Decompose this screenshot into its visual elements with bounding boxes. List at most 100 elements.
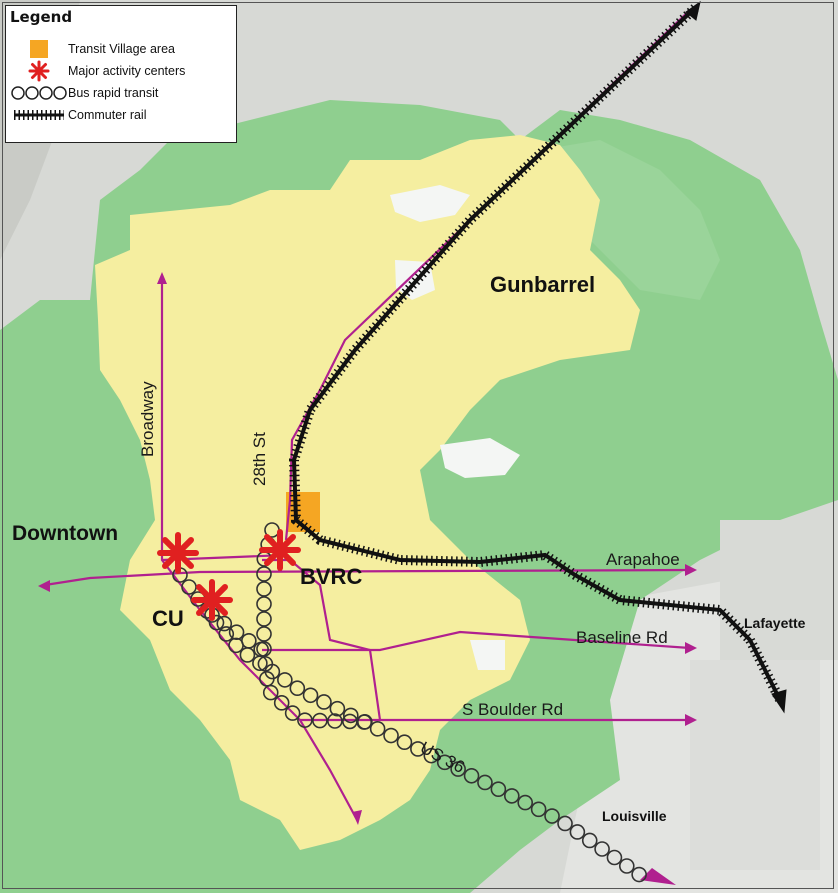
street-label-arapahoe: Arapahoe [606, 550, 680, 569]
city-area [95, 135, 640, 850]
place-label-gunbarrel: Gunbarrel [490, 272, 596, 297]
brt-stop-marker [256, 626, 272, 642]
arrow [157, 272, 167, 284]
brt-stop-marker [503, 788, 520, 804]
road-arrows [38, 272, 697, 885]
brt-stop-marker [530, 801, 547, 818]
rail-arrow-se [771, 689, 787, 714]
legend-item-label: Commuter rail [68, 108, 147, 122]
circle-chain-icon [10, 82, 68, 104]
lake [390, 185, 470, 222]
brt-stop-marker [256, 611, 272, 627]
brt-stop-marker [312, 712, 328, 729]
legend-item: Transit Village area [10, 38, 175, 60]
brt-stop-marker [450, 761, 466, 777]
brt-stop-marker [356, 714, 373, 730]
street-label-sboulder: S Boulder Rd [462, 700, 564, 719]
brt-stop-marker [253, 641, 269, 658]
town-area [690, 660, 820, 870]
lake [470, 640, 505, 670]
brt-stop-marker [277, 672, 293, 688]
brt-stop-marker [396, 734, 413, 751]
brt-stop-marker [594, 841, 610, 857]
hatched-line-icon [10, 104, 68, 126]
activity-centers [157, 529, 301, 621]
rail-arrow-ne [685, 0, 701, 21]
brt-stop-marker [383, 727, 399, 744]
brt-stop-marker [557, 815, 573, 832]
center-bvrc [259, 529, 301, 571]
brt-stop-marker [436, 754, 453, 771]
legend: Legend Transit Village area Major activi… [5, 5, 237, 143]
commuter-rail [288, 0, 787, 714]
street-label-28th: 28th St [250, 432, 269, 486]
brt-stop-marker [264, 663, 281, 680]
street-label-broadway: Broadway [138, 381, 157, 457]
legend-item-label: Bus rapid transit [68, 86, 159, 100]
brt-stop-marker [256, 581, 272, 597]
place-label-louisville: Louisville [602, 808, 667, 824]
arrow [38, 580, 50, 592]
brt-stop-marker [297, 712, 313, 728]
brt-stop-marker [262, 684, 279, 701]
arapahoe-road [44, 568, 691, 587]
arrow [685, 714, 697, 726]
place-label-lafayette: Lafayette [744, 615, 806, 631]
brt-stop-marker [463, 767, 480, 784]
arrow [685, 642, 697, 654]
brt-stop-marker [256, 596, 272, 612]
orange-square-icon [10, 38, 68, 60]
road-28th [284, 9, 691, 541]
place-label-cu: CU [152, 606, 184, 631]
brt-stop-marker [342, 707, 359, 724]
center-cu [191, 579, 233, 621]
brt-stop-marker [241, 633, 257, 649]
brt-stop-marker [631, 866, 647, 883]
lake [440, 438, 520, 478]
brt-stop-marker [329, 700, 346, 717]
legend-item: Commuter rail [10, 104, 147, 126]
legend-item: Major activity centers [10, 60, 185, 82]
brt-stop-marker [490, 781, 507, 797]
brt-stop-marker [606, 849, 623, 866]
brt-stop-marker [423, 747, 440, 764]
arrow [352, 810, 362, 825]
brt-stop-marker [369, 721, 386, 737]
brt-stop-marker [216, 615, 233, 632]
town-area [720, 520, 838, 660]
brt-stop-marker [477, 774, 493, 791]
brt-stop-marker [289, 680, 306, 697]
legend-title: Legend [10, 8, 73, 26]
legend-item-label: Transit Village area [68, 42, 176, 56]
brt-stop-marker [327, 713, 343, 729]
brt-stop-marker [618, 858, 635, 874]
legend-item: Bus rapid transit [10, 82, 158, 104]
brt-stop-marker [273, 695, 290, 711]
brt-stop-marker [544, 808, 560, 824]
place-label-downtown: Downtown [12, 522, 119, 545]
brt-stop-marker [228, 624, 245, 641]
street-label-baseline: Baseline Rd [576, 628, 668, 647]
brt-stop-marker [581, 832, 598, 849]
brt-stop-marker [302, 687, 319, 704]
brt-stop-marker [256, 566, 272, 582]
arrow [685, 564, 697, 576]
bus-rapid-transit [172, 522, 647, 883]
red-asterisk-icon [10, 60, 68, 82]
brt-stop-marker [316, 694, 332, 710]
rail-line [291, 6, 782, 701]
place-label-bvrc: BVRC [300, 564, 363, 589]
brt-stop-marker [517, 794, 534, 811]
brt-stop-marker [208, 614, 225, 631]
arrow [640, 868, 676, 885]
brt-stop-marker [569, 824, 586, 840]
brt-stop-marker [284, 705, 301, 721]
legend-item-label: Major activity centers [68, 64, 186, 78]
center-downtown [157, 532, 199, 574]
brt-stop-marker [410, 741, 426, 757]
roads [44, 9, 691, 819]
diagonal-road [262, 558, 382, 721]
baseline-road [262, 630, 691, 652]
